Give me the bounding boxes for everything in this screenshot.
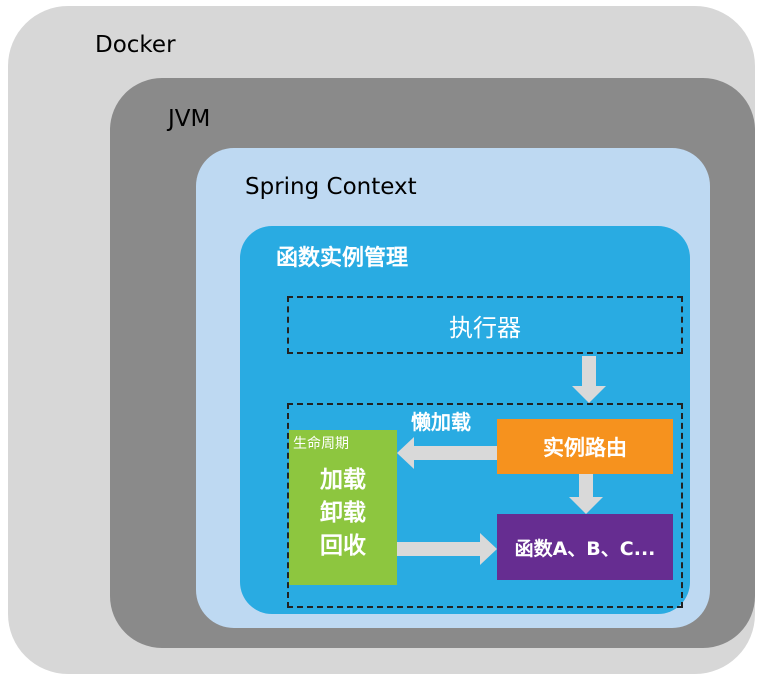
function-instance-manager-container: 函数实例管理 执行器 懒加载 xyxy=(240,226,690,614)
lifecycle-region-box xyxy=(287,403,683,608)
arrow-head-down xyxy=(572,386,606,403)
executor-label: 执行器 xyxy=(449,313,521,342)
docker-label: Docker xyxy=(95,32,176,58)
arrow-lifecycle-to-functions xyxy=(397,533,497,565)
arrow-head-down xyxy=(569,497,603,514)
arrow-router-to-functions xyxy=(569,474,603,514)
executor-box: 执行器 xyxy=(287,296,683,354)
arrow-router-to-lifecycle xyxy=(397,437,497,469)
arrow-executor-to-router xyxy=(572,356,606,403)
instance-router-box: 实例路由 xyxy=(497,419,673,474)
arrow-shaft xyxy=(397,542,480,556)
jvm-container: JVM Spring Context 函数实例管理 执行器 xyxy=(110,78,755,648)
arrow-head-right xyxy=(480,533,497,565)
lifecycle-line-load: 加载 xyxy=(320,467,366,493)
lifecycle-box: 生命周期 加载 卸载 回收 xyxy=(289,430,397,585)
lazy-load-label: 懒加载 xyxy=(411,410,471,434)
lifecycle-lines: 加载 卸载 回收 xyxy=(289,464,397,563)
arrow-shaft xyxy=(579,474,593,497)
lifecycle-line-recycle: 回收 xyxy=(320,533,366,559)
arrow-shaft xyxy=(414,446,497,460)
lifecycle-title: 生命周期 xyxy=(293,436,349,452)
spring-context-label: Spring Context xyxy=(245,174,417,200)
functions-label: 函数A、B、C... xyxy=(514,537,656,560)
arrow-head-left xyxy=(397,437,414,469)
jvm-label: JVM xyxy=(168,106,211,132)
spring-context-container: Spring Context 函数实例管理 执行器 懒加载 xyxy=(196,148,710,628)
functions-box: 函数A、B、C... xyxy=(497,514,673,580)
docker-container: Docker JVM Spring Context 函数实例管理 执行器 xyxy=(8,6,755,674)
lifecycle-line-unload: 卸载 xyxy=(320,500,366,526)
instance-router-label: 实例路由 xyxy=(543,435,627,460)
function-instance-manager-label: 函数实例管理 xyxy=(276,246,409,271)
arrow-shaft xyxy=(582,356,596,386)
